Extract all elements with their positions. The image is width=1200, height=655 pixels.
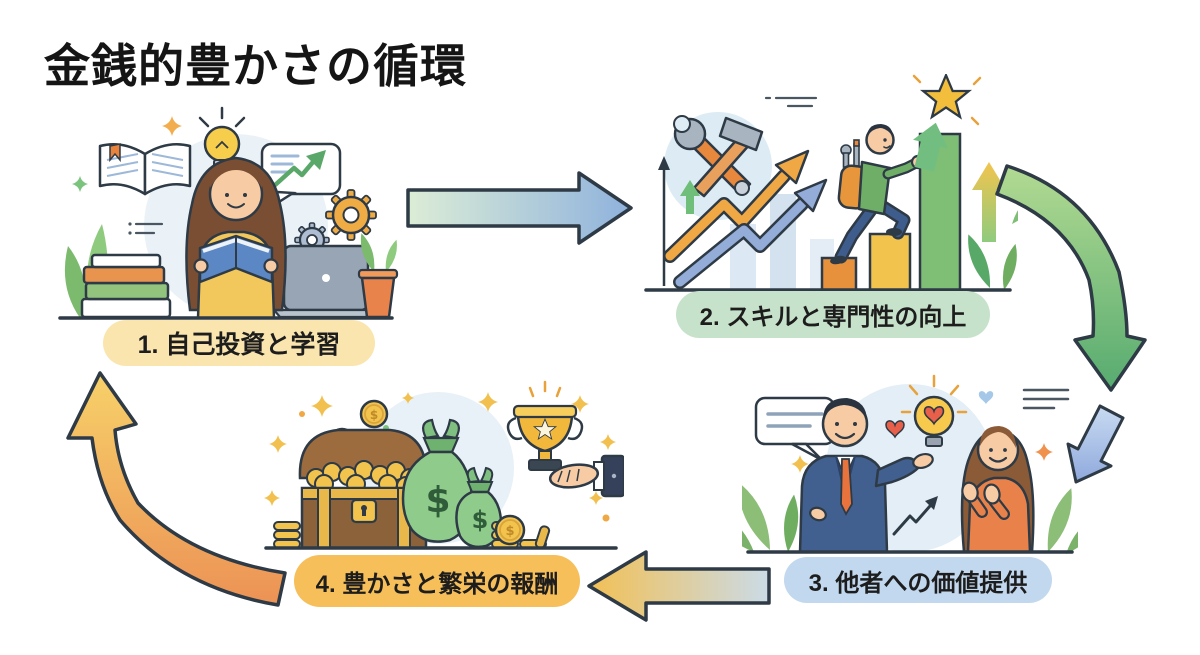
rising-arrow-orange-icon	[663, 149, 810, 263]
money-bag-small-icon: $	[455, 466, 503, 549]
sparkle-icon	[162, 116, 182, 136]
step4-label: 4. 豊かさと繁栄の報酬	[294, 555, 580, 607]
list-dashes	[128, 222, 164, 235]
illustration-step1-woman-studying	[58, 106, 401, 320]
list-dashes	[764, 96, 818, 108]
up-arrow-gradient-icon	[972, 162, 1006, 242]
bookmark-icon	[109, 143, 121, 163]
laptop-icon	[271, 244, 381, 319]
book-stack-icon	[80, 253, 172, 319]
woman-reading	[185, 156, 287, 320]
arrow-step4-to-step1-curve	[66, 371, 287, 607]
open-book-icon	[98, 143, 192, 196]
held-book-icon	[198, 234, 274, 284]
up-arrow-icon	[913, 122, 948, 172]
money-bag-icon: $	[401, 418, 474, 543]
star-icon	[912, 74, 982, 126]
arrow-step1-to-step2	[406, 171, 633, 245]
arrow-step3-to-step4	[587, 550, 771, 622]
svg-text:$: $	[425, 480, 450, 521]
lightbulb-heart-icon	[900, 374, 968, 447]
hand-icon	[548, 454, 624, 498]
illustration-step4-rewards: $ $	[264, 380, 624, 550]
tie-icon	[840, 458, 853, 516]
hammer-icon	[692, 116, 764, 198]
coin-stack-right-icon: $	[491, 514, 551, 549]
page-title: 金銭的豊かさの循環	[44, 40, 467, 92]
step3-label: 3. 他者への価値提供	[784, 557, 1052, 603]
businessman	[798, 398, 934, 554]
rising-arrow-blue-icon	[673, 178, 828, 289]
step1-label: 1. 自己投資と学習	[103, 320, 375, 366]
arrow-step2-to-step3-curve	[995, 164, 1147, 392]
small-up-arrow-icon	[680, 180, 700, 214]
illustration-step3-value-to-others	[742, 374, 1078, 558]
trophy-icon	[506, 380, 584, 471]
heart-icon	[978, 391, 994, 404]
step2-label: 2. スキルと専門性の向上	[676, 291, 990, 338]
sparkle-icon	[72, 176, 88, 192]
illustration-step2-man-climbing	[644, 74, 1018, 292]
svg-text:$: $	[505, 524, 514, 539]
arrow-into-step3	[1066, 404, 1125, 484]
climbing-man	[830, 124, 926, 265]
svg-text:$: $	[370, 408, 378, 422]
axis-icon	[658, 156, 670, 286]
sparkle-icon	[1035, 443, 1053, 461]
list-dashes	[1022, 388, 1070, 410]
woman-listening	[960, 426, 1035, 554]
svg-text:$: $	[472, 506, 489, 534]
lightbulb-icon	[198, 106, 246, 170]
growth-arrow-icon	[892, 496, 938, 536]
